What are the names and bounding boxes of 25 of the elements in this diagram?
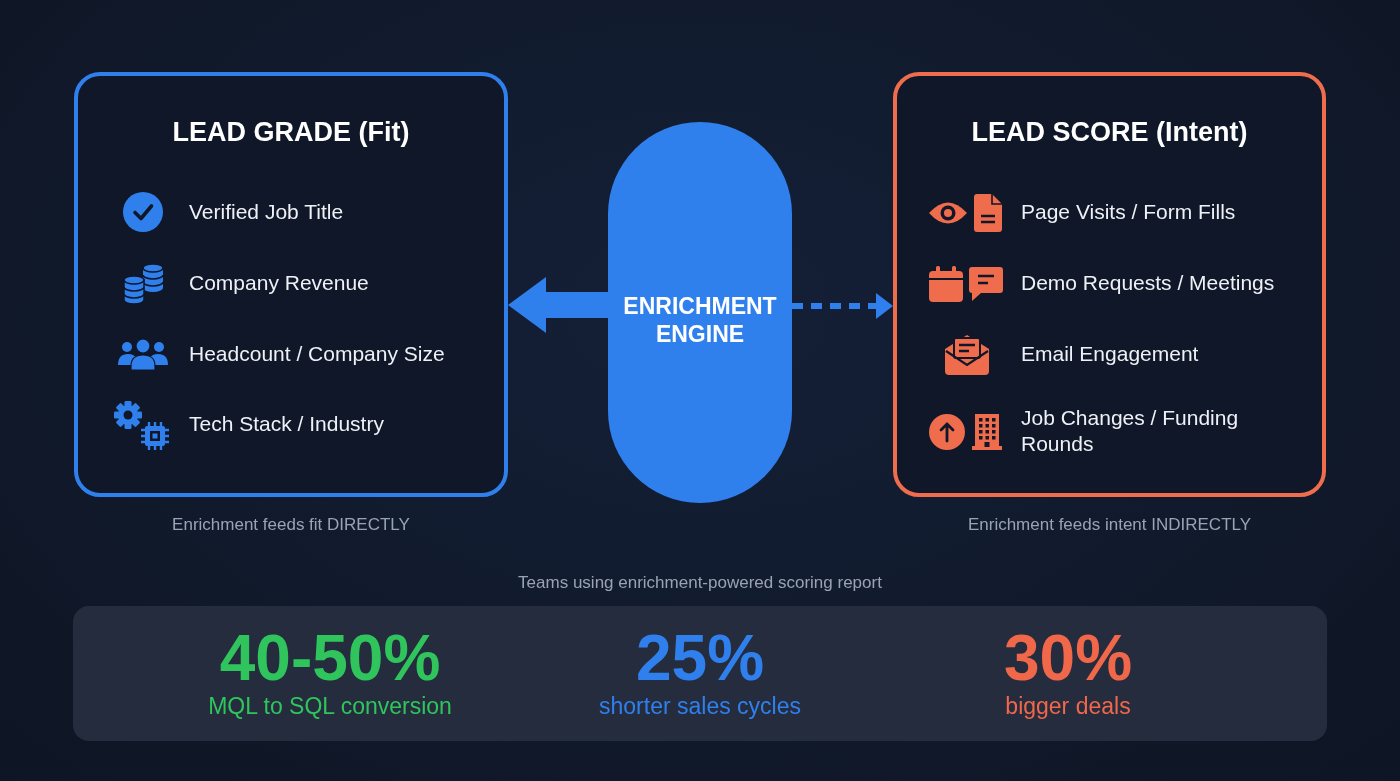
caption-text: Enrichment feeds intent INDIRECTLY [967, 514, 1252, 536]
list-item-text: Tech Stack / Industry [189, 411, 384, 437]
engine-label: ENRICHMENT ENGINE [622, 291, 778, 348]
caption-text: Teams using enrichment-powered scoring report [518, 572, 882, 594]
stat-value: 40-50% [219, 624, 441, 692]
list-item-text: Page Visits / Form Fills [1021, 199, 1236, 225]
stat-description: bigger deals [1005, 692, 1131, 720]
card-heading: LEAD SCORE (Intent) [971, 116, 1248, 148]
caption-text: Enrichment feeds fit DIRECTLY [172, 514, 410, 536]
list-item-text: Email Engagement [1021, 341, 1199, 367]
list-item-text: Demo Requests / Meetings [1021, 270, 1275, 296]
stat-description: MQL to SQL conversion [208, 692, 452, 720]
stat-value: 30% [1003, 624, 1133, 692]
list-item-text: Verified Job Title [189, 199, 344, 225]
thick-arrow [508, 277, 608, 333]
dashed-arrow [792, 293, 893, 319]
list-item-text: Company Revenue [189, 270, 369, 296]
stats-panel [73, 606, 1327, 741]
criteria-card [74, 72, 508, 497]
list-item-text: Job Changes / Funding Rounds [1021, 405, 1240, 457]
criteria-card [893, 72, 1326, 497]
stat-description: shorter sales cycles [599, 692, 801, 720]
card-heading: LEAD GRADE (Fit) [172, 116, 410, 148]
list-item-text: Headcount / Company Size [189, 341, 445, 367]
stat-value: 25% [635, 624, 765, 692]
